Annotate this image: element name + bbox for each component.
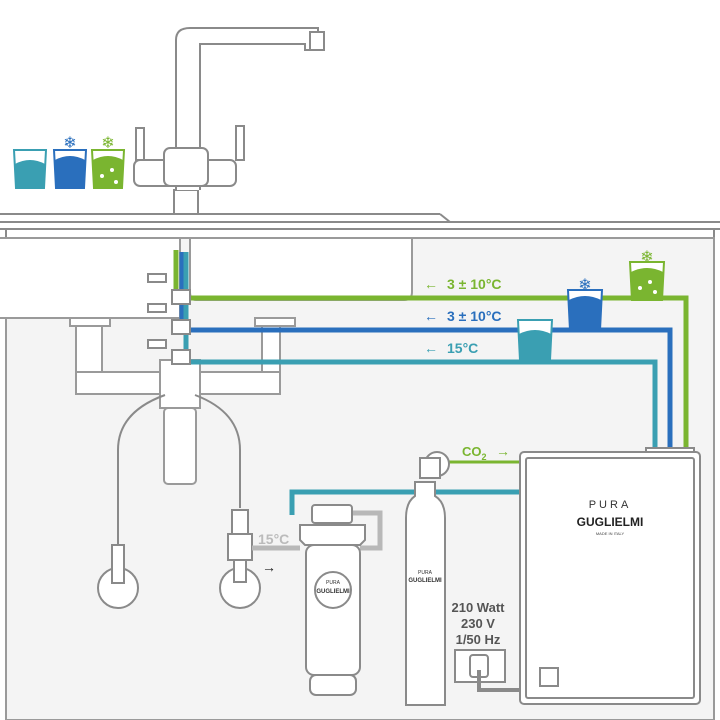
pipe-sparkling — [173, 250, 689, 450]
snowflake-icon: ❄ — [101, 135, 114, 152]
bottle-brand-guglielmi: GUGLIELMI — [408, 578, 442, 584]
glass-chilled-icon: ❄ — [52, 135, 88, 189]
wall-valves — [97, 509, 261, 609]
arrow-left-icon: ← — [424, 340, 438, 356]
drain-pipes — [75, 325, 281, 485]
pipe-connectors — [147, 273, 191, 365]
glass-sparkling-icon: ❄ — [90, 135, 126, 189]
flow-glass-ambient — [516, 319, 554, 361]
inlet-temp-label: 15°C — [258, 531, 289, 547]
unit-made-in: MADE IN ITALY — [596, 531, 625, 536]
co2-label: CO2 — [462, 444, 487, 462]
arrow-left-icon: ← — [424, 276, 438, 292]
flow-label-chilled: 3 ± 10°C — [447, 308, 502, 324]
inlet-hose — [252, 510, 383, 551]
power-cord — [477, 670, 528, 692]
flow-label-chilled-group: ← 3 ± 10°C — [424, 308, 502, 324]
flow-label-ambient-group: ← 15°C — [424, 340, 478, 356]
power-freq: 1/50 Hz — [456, 632, 501, 647]
power-watt: 210 Watt — [452, 600, 506, 615]
pipe-filter-to-unit — [289, 489, 525, 515]
co2-label-group: CO2 → — [462, 443, 510, 462]
flow-label-sparkling-group: ← 3 ± 10°C — [424, 276, 502, 292]
flow-label-ambient: 15°C — [447, 340, 478, 356]
water-filter — [299, 504, 366, 696]
chiller-unit — [519, 447, 701, 705]
countertop — [0, 213, 720, 230]
co2-bottle — [405, 451, 450, 706]
flex-hoses — [117, 394, 241, 545]
snowflake-icon: ❄ — [63, 135, 76, 152]
snowflake-icon: ❄ — [578, 277, 591, 294]
filter-brand-pura: PURA — [326, 580, 341, 586]
arrow-right-icon: → — [496, 443, 510, 459]
power-spec: 210 Watt 230 V 1/50 Hz — [452, 600, 506, 647]
bottle-brand-pura: PURA — [418, 570, 433, 576]
snowflake-icon: ❄ — [640, 249, 653, 266]
power-volt: 230 V — [461, 616, 495, 631]
unit-brand-guglielmi: GUGLIELMI — [577, 515, 644, 529]
flow-glass-chilled: ❄ — [566, 277, 604, 331]
unit-brand-pura: PURA — [589, 499, 632, 511]
flow-label-sparkling: 3 ± 10°C — [447, 276, 502, 292]
filter-brand-guglielmi: GUGLIELMI — [316, 589, 350, 595]
pipe-ambient — [183, 252, 658, 450]
arrow-right-icon: → — [262, 559, 276, 575]
glass-still-icon — [12, 149, 48, 189]
flow-glass-sparkling: ❄ — [628, 249, 666, 301]
faucet — [133, 27, 325, 215]
arrow-left-icon: ← — [424, 308, 438, 324]
